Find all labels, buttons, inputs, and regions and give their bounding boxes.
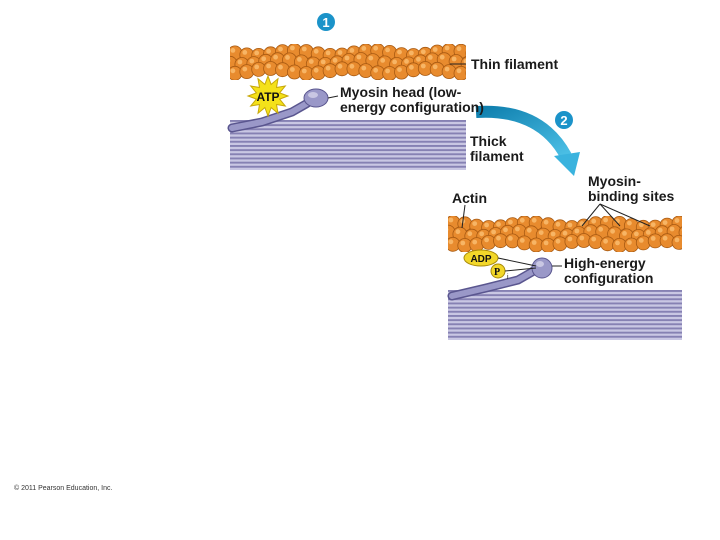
- myosin-binding-sites-label-line2: binding sites: [588, 188, 675, 204]
- thick-filament-bottom: [448, 290, 682, 340]
- step-2-badge: 2: [555, 111, 573, 129]
- pi-label: P: [494, 267, 500, 278]
- adp-label: ADP: [470, 254, 491, 265]
- phosphate-molecule: P i: [490, 263, 509, 281]
- high-energy-label-line1: High-energy: [564, 255, 646, 271]
- step-2-number: 2: [560, 113, 567, 128]
- myosin-head-label-line1: Myosin head (low-: [340, 84, 462, 100]
- actin-label: Actin: [452, 190, 487, 206]
- atp-label: ATP: [256, 90, 279, 104]
- thick-filament-label-line2: filament: [470, 148, 524, 164]
- pi-subscript: i: [507, 274, 509, 281]
- step-1-number: 1: [322, 15, 329, 30]
- atp-burst: ATP: [246, 74, 290, 118]
- thin-filament-bottom: [448, 216, 682, 252]
- myosin-head-low-energy: [227, 88, 329, 133]
- thick-filament-label-line1: Thick: [470, 133, 507, 149]
- step-1-badge: 1: [317, 13, 335, 31]
- thin-filament-label: Thin filament: [471, 56, 559, 72]
- myosin-head-high-energy: [447, 257, 553, 301]
- high-energy-label-line2: configuration: [564, 270, 654, 286]
- myosin-head-label-line2: energy configuration): [340, 99, 484, 115]
- copyright-notice: © 2011 Pearson Education, Inc.: [14, 485, 113, 492]
- adp-molecule: ADP: [463, 249, 499, 267]
- leader-lines: [327, 63, 651, 272]
- thin-filament-top: [230, 44, 466, 80]
- myosin-binding-sites-label-line1: Myosin-: [588, 173, 641, 189]
- thick-filament-top: [230, 120, 466, 170]
- transition-arrow: [475, 105, 580, 176]
